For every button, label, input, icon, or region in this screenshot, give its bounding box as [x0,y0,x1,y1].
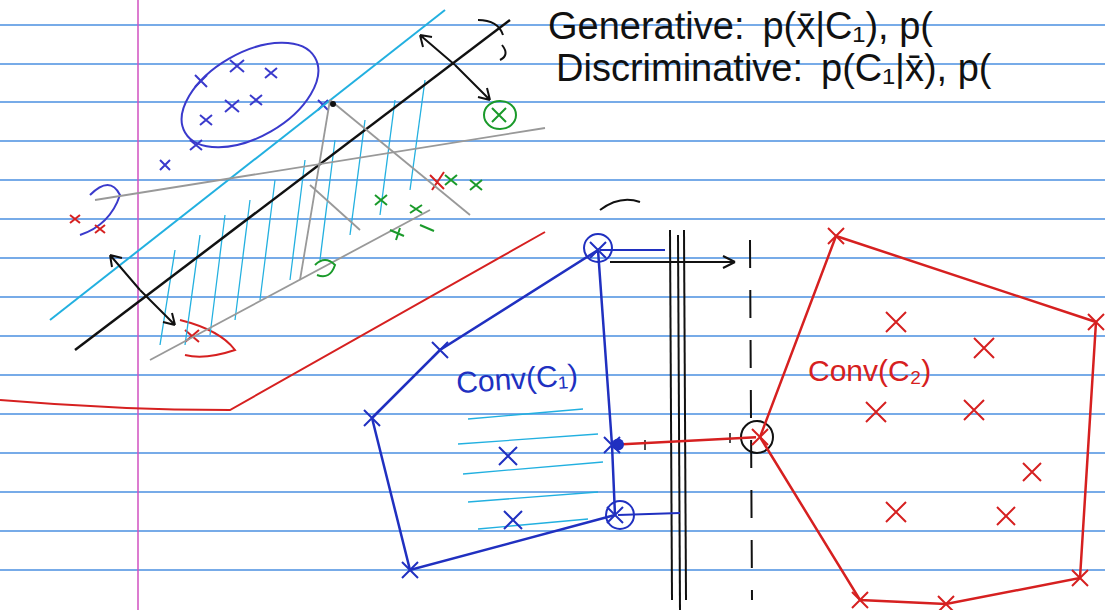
heading-word: Discriminative: [556,48,803,90]
hull-outline [756,230,1104,606]
formula-text: p(x̄|C₁), p( [762,6,932,48]
formula-text: p(C₁|x̄), p( [821,48,991,90]
hull-label: Conv(C₁) [455,358,579,399]
distance-segment [612,437,756,450]
heading-word: Generative: [548,6,744,48]
convex-hull: Conv(C₁) [368,244,618,576]
hull-label: Conv(C₂) [808,354,931,387]
convex-hull: Conv(C₂) [756,230,1104,606]
hull-outline [368,244,618,576]
